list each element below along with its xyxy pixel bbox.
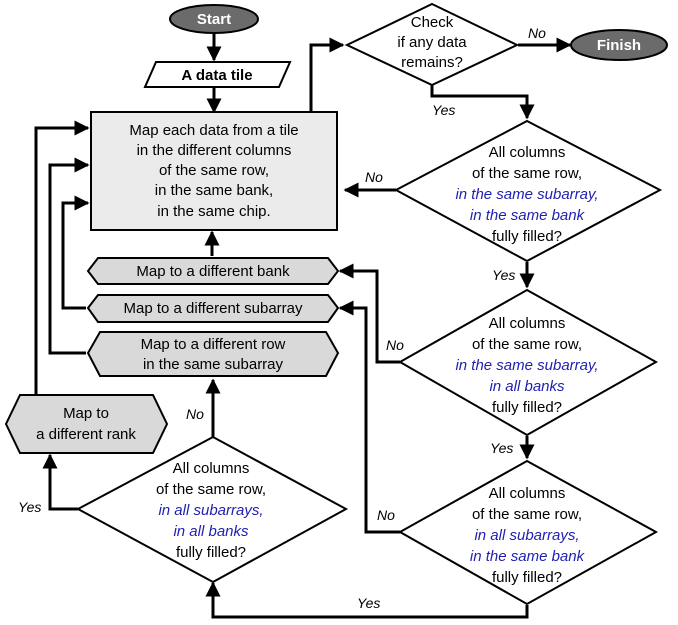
map-each-line-4: in the same bank, (155, 182, 273, 199)
diff-row-node: Map to a different row in the same subar… (86, 331, 340, 377)
decision-3-diamond (397, 459, 659, 606)
map-each-box (90, 111, 338, 231)
decision-1-node: All columns of the same row, in the same… (393, 119, 663, 263)
d4-line-1: All columns (173, 460, 250, 477)
data-tile-label: A data tile (181, 67, 252, 84)
edge-row-to-map (48, 157, 90, 355)
diff-rank-node: Map to a different rank (4, 394, 169, 454)
d1-line-2: of the same row, (472, 165, 582, 182)
check-line-3: remains? (401, 54, 463, 71)
diff-row-hexagon (86, 331, 340, 377)
connectors (34, 33, 572, 619)
edge-d4-to-rank (42, 453, 78, 511)
start-label: Start (197, 11, 231, 28)
label-no-check-finish: No (528, 25, 546, 41)
diff-subarray-hexagon (86, 294, 340, 323)
start-terminal (169, 4, 259, 34)
label-no-d4: No (186, 406, 204, 422)
label-yes-d4: Yes (18, 499, 41, 515)
decision-2-node: All columns of the same row, in the same… (397, 288, 659, 437)
diff-subarray-node: Map to a different subarray (86, 294, 340, 323)
d2-line-2: of the same row, (472, 336, 582, 353)
edge-subarray-to-map (61, 195, 90, 310)
diff-subarray-label: Map to a different subarray (124, 300, 303, 317)
diff-rank-line-2: a different rank (36, 426, 136, 443)
d2-line-4: in all banks (489, 378, 565, 395)
d2-line-1: All columns (489, 315, 566, 332)
diff-bank-hexagon (86, 257, 340, 285)
d4-line-4: in all banks (173, 523, 249, 540)
d4-line-2: of the same row, (156, 481, 266, 498)
finish-label: Finish (597, 37, 641, 54)
check-line-2: if any data (397, 34, 467, 51)
d1-line-4: in the same bank (470, 207, 586, 224)
decision-2-diamond (397, 288, 659, 437)
data-tile-node: A data tile (143, 61, 292, 88)
edge-check-to-d1 (430, 85, 535, 120)
label-no-d1: No (365, 169, 383, 185)
finish-terminal (570, 29, 668, 61)
map-each-line-2: in the different columns (137, 142, 292, 159)
data-tile-shape (143, 61, 292, 88)
diff-bank-node: Map to a different bank (86, 257, 340, 285)
diff-bank-label: Map to a different bank (136, 263, 290, 280)
d1-line-1: All columns (489, 144, 566, 161)
map-each-line-5: in the same chip. (157, 203, 270, 220)
d4-line-3: in all subarrays, (158, 502, 263, 519)
label-yes-d1: Yes (492, 267, 515, 283)
map-each-line-3: of the same row, (159, 162, 269, 179)
decision-1-diamond (393, 119, 663, 263)
decision-4-node: All columns of the same row, in all suba… (75, 435, 349, 584)
check-diamond (344, 2, 520, 87)
diff-row-line-1: Map to a different row (141, 336, 286, 353)
label-yes-d3: Yes (357, 595, 380, 611)
label-yes-check-d1: Yes (432, 102, 455, 118)
check-node: Check if any data remains? (344, 2, 520, 87)
d3-line-4: in the same bank (470, 548, 586, 565)
decision-4-diamond (75, 435, 349, 584)
map-each-line-1: Map each data from a tile (129, 122, 298, 139)
d4-line-5: fully filled? (176, 544, 246, 561)
start-node: Start (169, 4, 259, 34)
finish-node: Finish (570, 29, 668, 61)
edge-d3-to-subarray (338, 300, 400, 534)
edge-rank-to-map (34, 120, 90, 394)
d3-line-2: of the same row, (472, 506, 582, 523)
edge-labels: No Yes No Yes No Yes No Yes No Yes (18, 25, 546, 611)
label-no-d2: No (386, 337, 404, 353)
d2-line-5: fully filled? (492, 399, 562, 416)
edge-d3-to-d4 (205, 581, 529, 619)
label-no-d3: No (377, 507, 395, 523)
d1-line-5: fully filled? (492, 228, 562, 245)
d3-line-1: All columns (489, 485, 566, 502)
d3-line-5: fully filled? (492, 569, 562, 586)
d2-line-3: in the same subarray, (455, 357, 598, 374)
check-line-1: Check (411, 14, 454, 31)
map-each-node: Map each data from a tile in the differe… (90, 111, 338, 231)
decision-3-node: All columns of the same row, in all suba… (397, 459, 659, 606)
d1-line-3: in the same subarray, (455, 186, 598, 203)
diff-rank-line-1: Map to (63, 405, 109, 422)
edge-map-to-check (309, 37, 345, 112)
label-yes-d2: Yes (490, 440, 513, 456)
diff-row-line-2: in the same subarray (143, 356, 284, 373)
d3-line-3: in all subarrays, (474, 527, 579, 544)
diff-rank-hexagon (4, 394, 169, 454)
edge-d2-to-bank (338, 263, 400, 364)
